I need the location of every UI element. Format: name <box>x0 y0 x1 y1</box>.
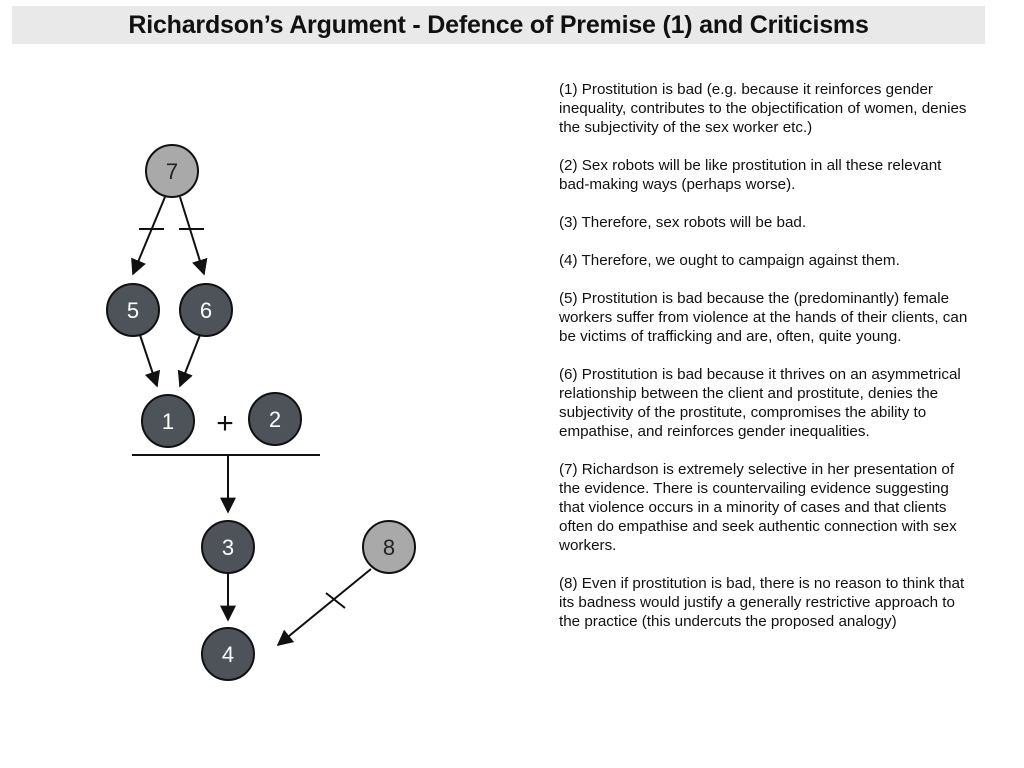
slide-title-bar: Richardson’s Argument - Defence of Premi… <box>12 6 985 44</box>
node-1-label: 1 <box>162 409 174 434</box>
node-3-label: 3 <box>222 535 234 560</box>
premise-1: (1) Prostitution is bad (e.g. because it… <box>559 81 967 136</box>
node-2: 2 <box>248 392 302 446</box>
edge-5-to-conjunction <box>139 334 161 388</box>
edge-6-to-conjunction <box>177 334 201 388</box>
premise-6: (6) Prostitution is bad because it thriv… <box>559 366 961 440</box>
edge-7-to-6 <box>179 196 208 276</box>
conjunction-plus: + <box>216 407 234 440</box>
node-3: 3 <box>201 520 255 574</box>
premise-3: (3) Therefore, sex robots will be bad. <box>559 214 807 231</box>
node-1: 1 <box>141 394 195 448</box>
edge-8-attack <box>276 568 372 647</box>
premise-7: (7) Richardson is extremely selective in… <box>559 461 957 554</box>
slide-title: Richardson’s Argument - Defence of Premi… <box>128 10 869 39</box>
premise-2: (2) Sex robots will be like prostitution… <box>559 157 942 193</box>
node-7-label: 7 <box>166 159 178 184</box>
attack-tick <box>325 592 346 609</box>
premise-list: (1) Prostitution is bad (e.g. because it… <box>559 80 974 650</box>
node-4-label: 4 <box>222 642 234 667</box>
node-8: 8 <box>362 520 416 574</box>
node-6-label: 6 <box>200 298 212 323</box>
premise-8: (8) Even if prostitution is bad, there i… <box>559 575 965 630</box>
premise-4: (4) Therefore, we ought to campaign agai… <box>559 252 900 269</box>
node-7: 7 <box>145 144 199 198</box>
node-2-label: 2 <box>269 407 281 432</box>
premise-5: (5) Prostitution is bad because the (pre… <box>559 290 968 345</box>
node-5-label: 5 <box>127 298 139 323</box>
node-4: 4 <box>201 627 255 681</box>
node-6: 6 <box>179 283 233 337</box>
node-5: 5 <box>106 283 160 337</box>
node-8-label: 8 <box>383 535 395 560</box>
edge-7-to-5 <box>131 196 166 276</box>
